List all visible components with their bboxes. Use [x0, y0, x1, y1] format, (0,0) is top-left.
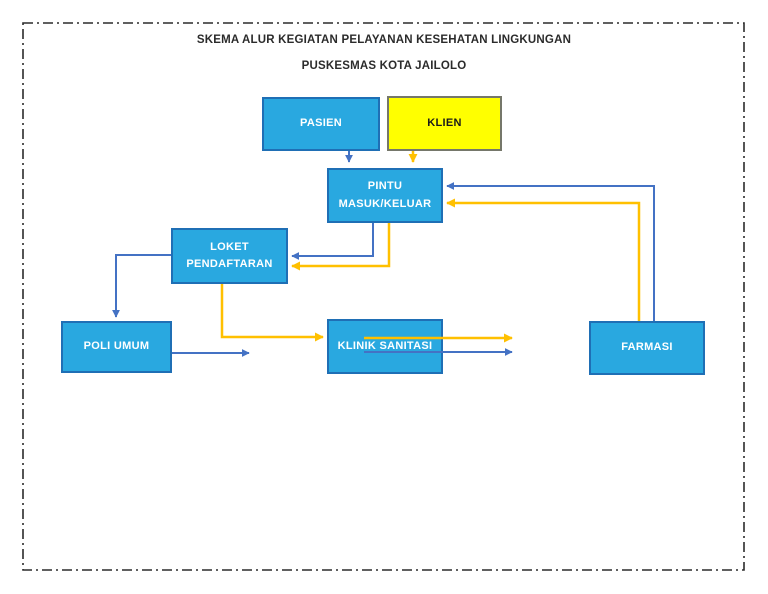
node-klinik-sanitasi: KLINIK SANITASI — [327, 319, 443, 374]
page-dashed-border — [22, 22, 745, 571]
node-klien-label: KLIEN — [427, 116, 462, 129]
diagram-title-line1: SKEMA ALUR KEGIATAN PELAYANAN KESEHATAN … — [196, 34, 572, 46]
node-pintu-masuk-keluar-label: MASUK/KELUAR — [338, 197, 432, 210]
connector-pintu-to-loket-blue — [291, 223, 374, 260]
node-poli-umum-label: POLI UMUM — [83, 340, 150, 353]
node-farmasi-label: FARMASI — [621, 341, 673, 354]
node-loket-pendaftaran-label: LOKET — [210, 240, 249, 253]
connector-loket-to-klinik — [220, 284, 324, 342]
node-klien: KLIEN — [387, 96, 502, 151]
connector-farmasi-to-pintu-yellow — [446, 198, 641, 321]
node-pasien-label: PASIEN — [300, 117, 342, 130]
node-pintu-masuk-keluar-label: PINTU — [367, 180, 403, 193]
node-loket-pendaftaran-label: PENDAFTARAN — [186, 258, 273, 270]
node-klinik-sanitasi-label: KLINIK SANITASI — [337, 339, 433, 352]
node-loket-pendaftaran: LOKET PENDAFTARAN — [171, 228, 288, 284]
node-poli-umum: POLI UMUM — [61, 321, 172, 373]
node-farmasi: FARMASI — [589, 321, 705, 375]
connector-farmasi-to-pintu-blue — [446, 182, 655, 321]
node-pasien: PASIEN — [262, 97, 380, 151]
diagram-title-line2: PUSKESMAS KOTA JAILOLO — [301, 60, 467, 72]
connector-loket-to-poli — [112, 254, 171, 318]
connector-pintu-to-loket-yellow — [291, 223, 391, 271]
node-pintu-masuk-keluar: PINTU MASUK/KELUAR — [327, 168, 443, 223]
